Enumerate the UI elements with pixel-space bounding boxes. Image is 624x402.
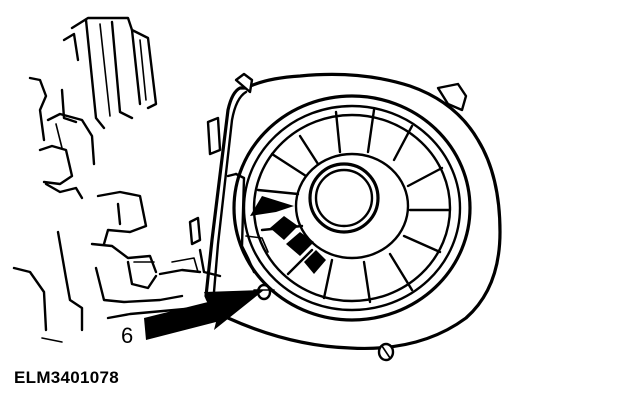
blower-motor-housing <box>188 72 502 362</box>
clip-arrow-pointer <box>144 290 264 340</box>
motor-hub <box>308 162 380 234</box>
direction-arrow <box>250 196 326 274</box>
figure-reference-code: ELM3401078 <box>14 368 120 387</box>
callout-number: 6 <box>121 323 134 348</box>
dash-frame-assembly <box>12 16 242 343</box>
